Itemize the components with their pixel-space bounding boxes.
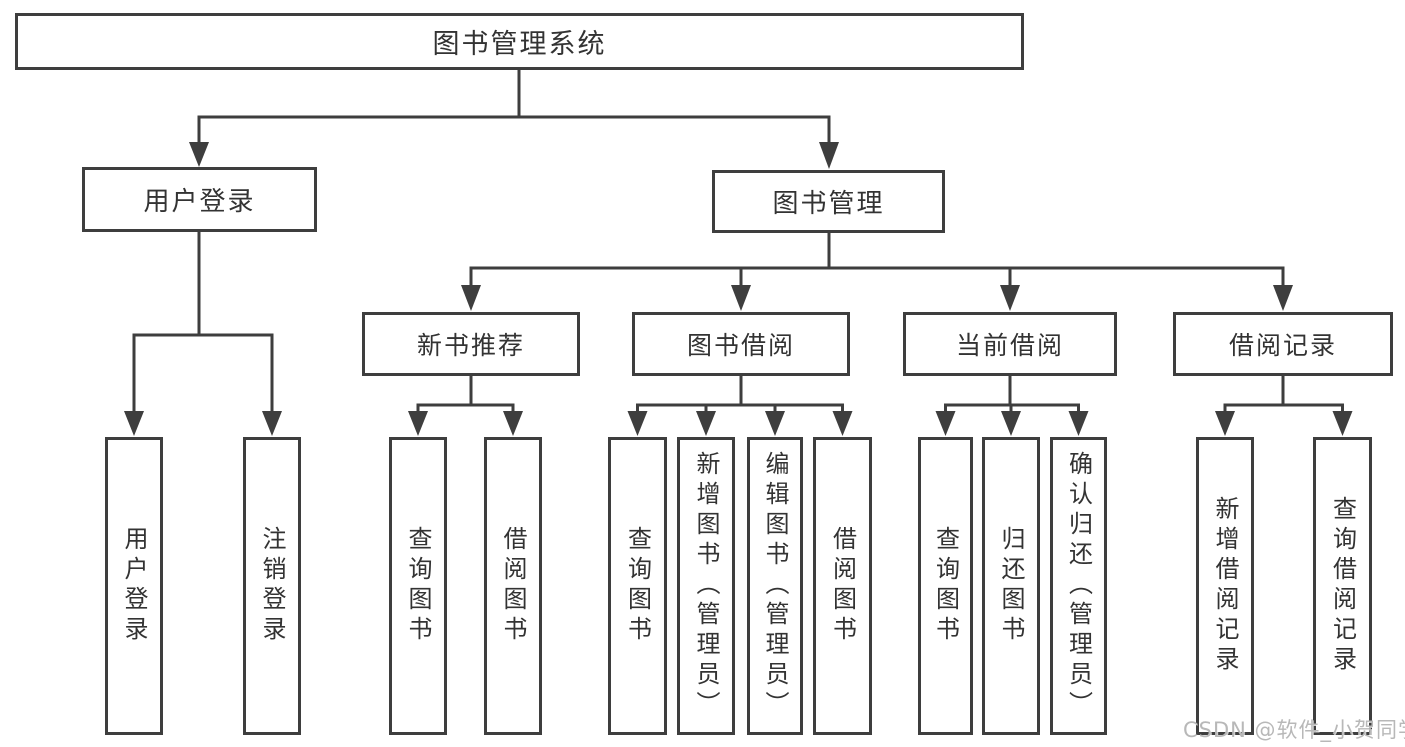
leaf-confirm-return-admin: 确认归还（管理员）	[1050, 437, 1107, 735]
leaf-query-borrow-record: 查询借阅记录	[1313, 437, 1372, 735]
leaf-add-borrow-record: 新增借阅记录	[1196, 437, 1254, 735]
leaf-label: 用户登录	[120, 526, 148, 646]
leaf-label: 确认归还（管理员）	[1064, 451, 1093, 721]
leaf-query-books-borrowing: 查询图书	[608, 437, 667, 735]
arrow-down	[503, 411, 523, 436]
leaf-edit-books-admin: 编辑图书（管理员）	[747, 437, 803, 735]
arrow-down	[189, 142, 209, 167]
arrow-down	[1068, 411, 1089, 436]
leaf-label: 归还图书	[997, 526, 1025, 646]
arrow-down	[731, 285, 751, 311]
leaf-query-books-recommend: 查询图书	[389, 437, 447, 735]
arrow-down	[124, 411, 144, 436]
arrow-down	[262, 411, 282, 436]
leaf-logout-login: 注销登录	[243, 437, 301, 735]
leaf-user-login: 用户登录	[105, 437, 163, 735]
leaf-label: 查询图书	[404, 526, 432, 646]
leaf-label: 查询图书	[931, 526, 960, 646]
node-user-login: 用户登录	[82, 167, 317, 232]
arrow-down	[819, 142, 839, 169]
csdn-watermark: CSDN @软件_小贺同学	[1183, 718, 1405, 742]
leaf-borrow-books-recommend: 借阅图书	[484, 437, 542, 735]
edge-group-rails	[416, 403, 1344, 412]
arrow-down	[1273, 285, 1293, 311]
arrow-down	[461, 285, 481, 311]
edge-level3-stems	[469, 376, 1285, 407]
leaf-label: 编辑图书（管理员）	[761, 451, 789, 721]
arrow-down	[627, 411, 648, 436]
node-borrowing-records: 借阅记录	[1173, 312, 1393, 376]
node-label: 图书借阅	[686, 331, 795, 360]
node-label: 当前借阅	[955, 331, 1064, 360]
leaf-label: 新增借阅记录	[1211, 496, 1239, 676]
arrow-down	[1215, 411, 1235, 436]
node-library-management-system: 图书管理系统	[15, 13, 1024, 70]
arrow-down	[1000, 285, 1020, 311]
leaf-return-books: 归还图书	[982, 437, 1040, 735]
node-label: 借阅记录	[1228, 331, 1337, 360]
node-new-book-recommend: 新书推荐	[362, 312, 580, 376]
arrow-down	[935, 411, 956, 436]
leaf-label: 借阅图书	[499, 526, 527, 646]
arrow-down	[1332, 411, 1353, 436]
edge-userlogin-to-leaves	[132, 232, 274, 412]
edge-bookmgmt-to-level3	[469, 233, 1285, 286]
tree-edges	[132, 70, 1344, 412]
arrow-down	[1001, 411, 1021, 436]
node-label: 用户登录	[143, 187, 256, 217]
node-label: 图书管理系统	[432, 29, 607, 60]
leaf-label: 注销登录	[258, 526, 286, 646]
arrow-down	[832, 411, 853, 436]
leaf-label: 新增图书（管理员）	[692, 451, 720, 721]
arrow-down	[765, 411, 785, 436]
node-label: 新书推荐	[416, 331, 525, 360]
leaf-label: 查询借阅记录	[1328, 496, 1357, 676]
arrow-down	[408, 411, 428, 436]
leaf-add-books-admin: 新增图书（管理员）	[677, 437, 735, 735]
leaf-label: 借阅图书	[828, 526, 857, 646]
arrowheads	[124, 142, 1353, 436]
arrow-down	[696, 411, 716, 436]
leaf-borrow-books: 借阅图书	[813, 437, 872, 735]
leaf-query-books-current: 查询图书	[918, 437, 973, 735]
edge-root-to-level2	[197, 70, 831, 143]
node-book-borrowing: 图书借阅	[632, 312, 850, 376]
node-label: 图书管理	[772, 189, 885, 219]
leaf-label: 查询图书	[623, 526, 652, 646]
node-current-borrowing: 当前借阅	[903, 312, 1117, 376]
node-book-management: 图书管理	[712, 170, 945, 233]
